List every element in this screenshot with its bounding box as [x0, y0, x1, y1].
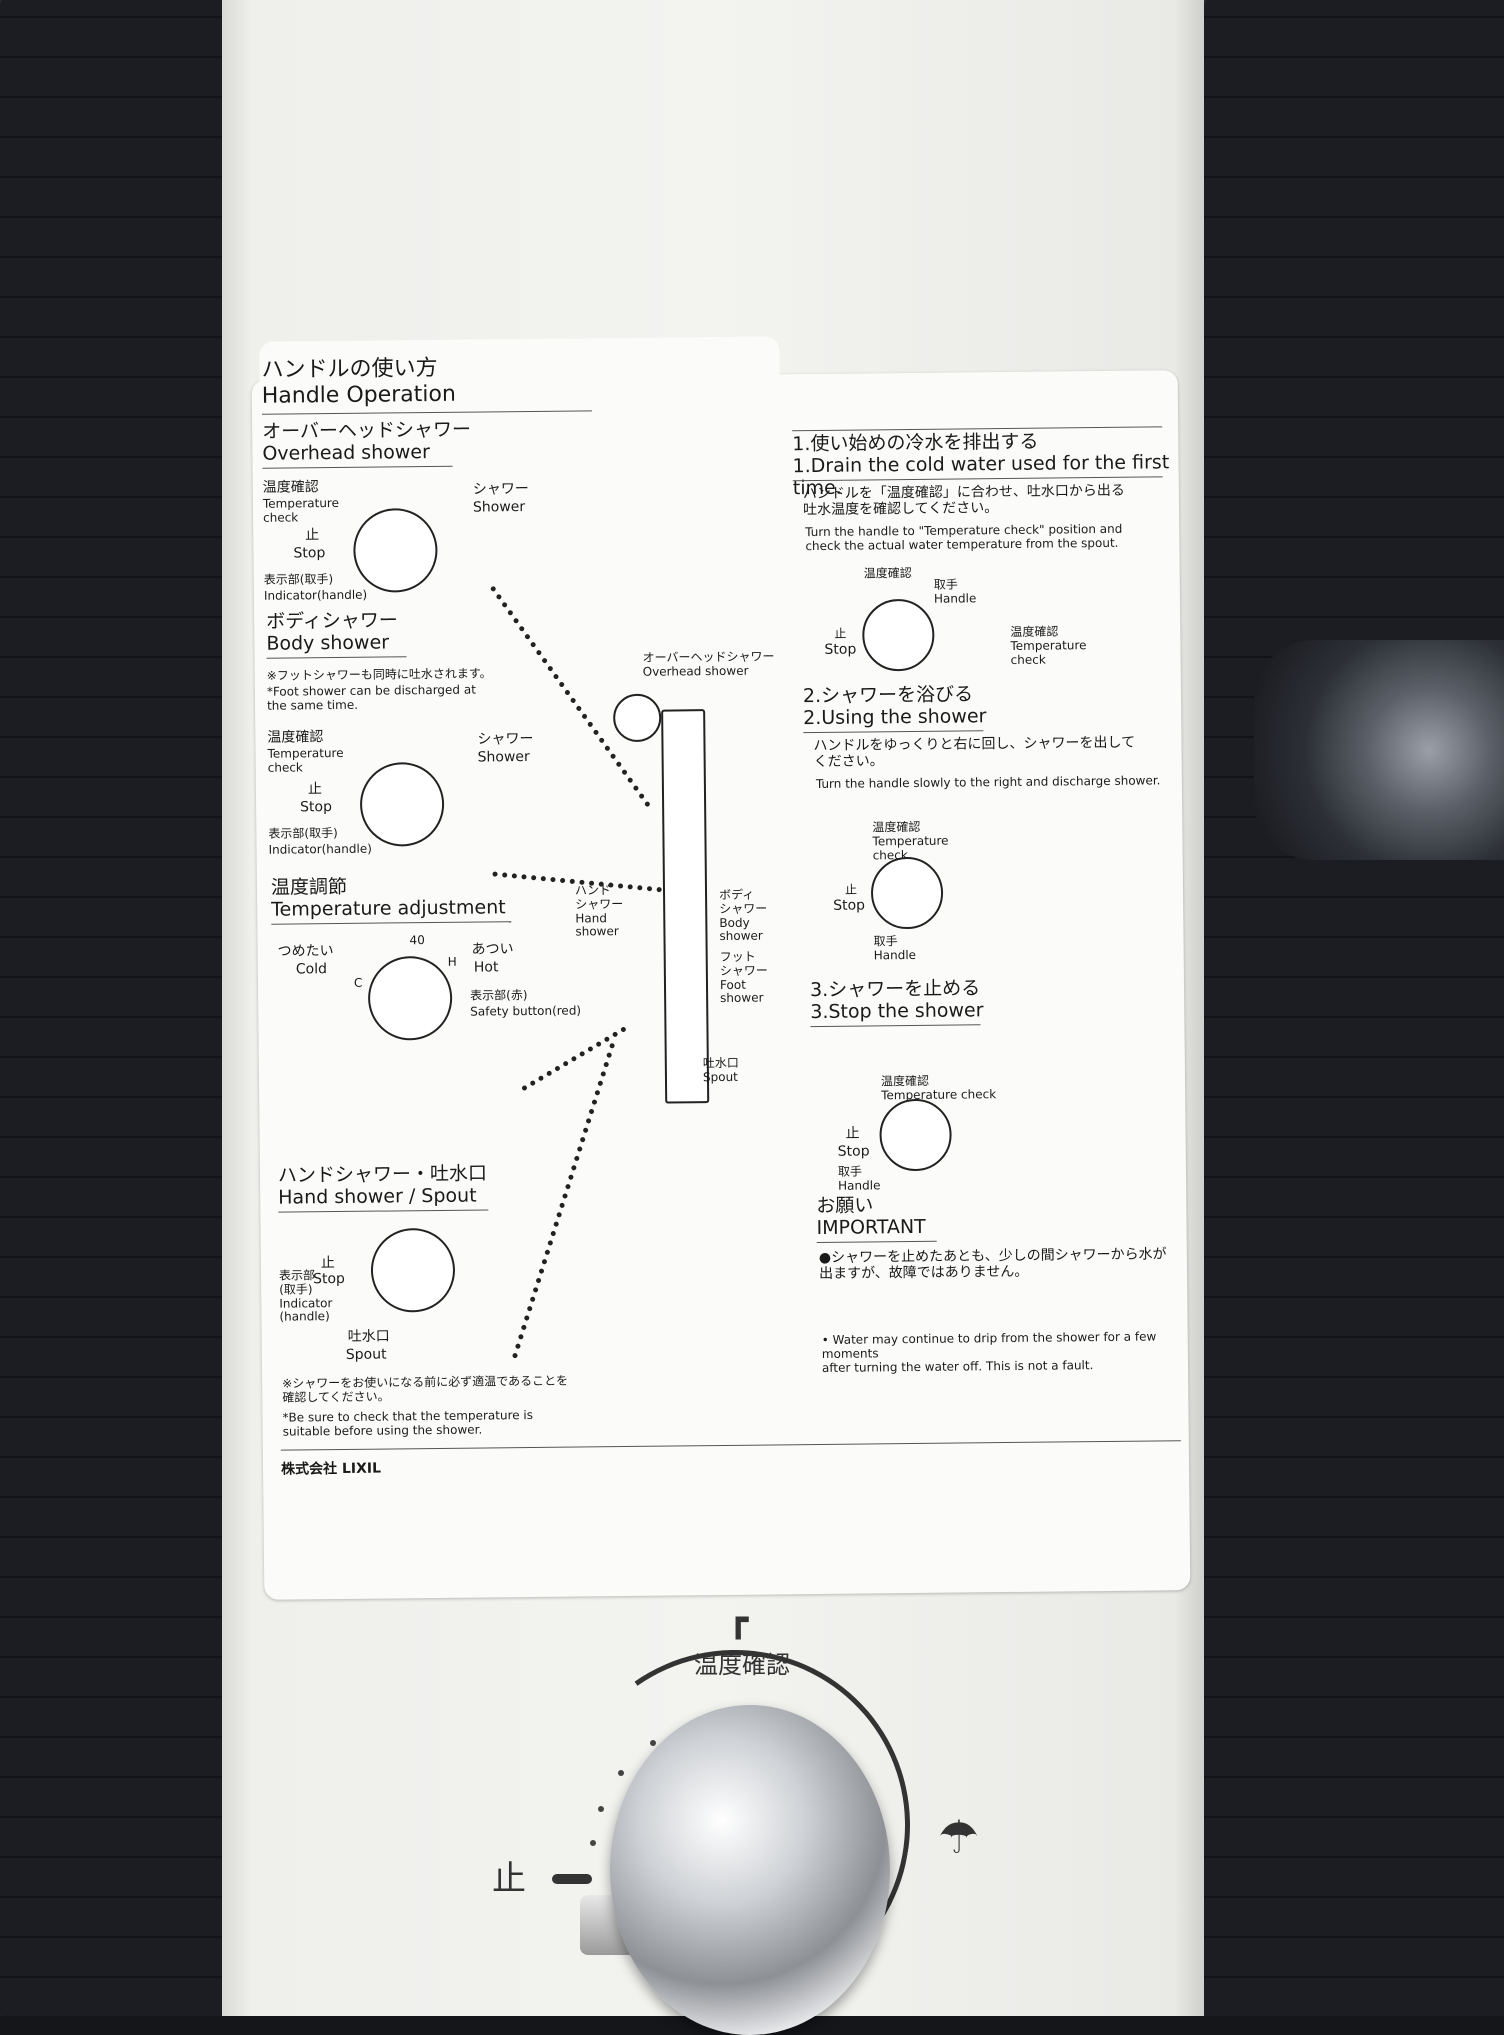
tempadj-h: H — [447, 954, 457, 969]
step1-temp-jp: 温度確認 — [863, 565, 912, 581]
overhead-stop-jp: 止 — [305, 527, 320, 544]
faucet-icon: ┏ — [728, 1600, 749, 1640]
step3-temp: 温度確認 Temperature check — [880, 1073, 997, 1103]
hardware-temp-label: 温度確認 — [694, 1651, 790, 1679]
title-en: Handle Operation — [261, 381, 456, 409]
important-text-jp: ●シャワーを止めたあとも、少しの間シャワーから水が 出ますが、故障ではありません… — [818, 1246, 1167, 1283]
diagram-spout: 吐水口 Spout — [702, 1055, 739, 1084]
tempadj-hot-jp: あつい — [471, 941, 514, 958]
diagram-overhead: オーバーヘッドシャワー Overhead shower — [642, 649, 775, 679]
overhead-indicator-en: Indicator(handle) — [263, 587, 368, 603]
tempadj-c: C — [353, 975, 363, 990]
instruction-label: ハンドルの使い方 Handle Operation オーバーヘッドシャワー Ov… — [251, 336, 1191, 1600]
hand-indicator: 表示部 (取手) Indicator (handle) — [278, 1268, 333, 1325]
overhead-stop-en: Stop — [293, 545, 326, 562]
tempadj-dial-illustration — [367, 955, 453, 1041]
shower-icon: ☂ — [938, 1810, 980, 1864]
step1-stop-jp: 止 — [834, 626, 847, 641]
step3-title-jp: 3.シャワーを止める — [809, 977, 981, 1002]
tempadj-title-jp: 温度調節 — [270, 875, 348, 899]
step2-title-jp: 2.シャワーを浴びる — [802, 683, 974, 708]
marble-wall-right — [1204, 0, 1504, 2016]
step3-dial-illustration — [879, 1098, 952, 1172]
overhead-title-jp: オーバーヘッドシャワー — [262, 418, 472, 443]
body-indicator-jp: 表示部(取手) — [268, 826, 338, 841]
body-indicator-en: Indicator(handle) — [268, 841, 372, 857]
maker-label: 株式会社 LIXIL — [280, 1460, 382, 1478]
step2-desc-jp: ハンドルをゆっくりと右に回し、シャワーを出して ください。 — [813, 734, 1136, 771]
step2-title-en: 2.Using the shower — [803, 705, 987, 730]
tempadj-mark-40: 40 — [409, 933, 425, 948]
body-shower-jp: シャワー — [477, 730, 534, 748]
body-dial-illustration — [359, 761, 445, 847]
step1-dial-illustration — [861, 598, 935, 672]
step1-handle-jp: 取手 — [933, 577, 958, 592]
overhead-head-illustration — [612, 693, 662, 743]
step2-handle: 取手 Handle — [873, 934, 917, 963]
diagram-foot: フット シャワー Foot shower — [719, 949, 768, 1006]
step1-desc-en: Turn the handle to "Temperature check" p… — [805, 521, 1123, 553]
tempadj-hot-en: Hot — [473, 959, 499, 976]
overhead-dial-illustration — [352, 507, 438, 593]
overhead-shower-en: Shower — [472, 499, 526, 516]
tempadj-title-en: Temperature adjustment — [271, 896, 506, 921]
body-shower-en: Shower — [477, 748, 530, 766]
hand-spout-en: Spout — [345, 1346, 387, 1363]
hand-title-en: Hand shower / Spout — [278, 1184, 477, 1209]
temperature-handle-knob[interactable] — [610, 1705, 890, 2035]
overhead-shower-jp: シャワー — [472, 480, 529, 498]
step2-stop-jp: 止 — [844, 882, 858, 897]
hand-note-en: *Be sure to check that the temperature i… — [282, 1407, 534, 1439]
hardware-stop-label: 止 — [492, 1859, 526, 1899]
tempadj-cold-en: Cold — [295, 961, 328, 978]
step2-stop-en: Stop — [833, 897, 866, 914]
body-note-jp: ※フットシャワーも同時に吐水されます。 — [266, 666, 492, 683]
tempadj-safety-jp: 表示部(赤) — [470, 988, 528, 1003]
stop-mark — [552, 1874, 592, 1884]
overhead-title-en: Overhead shower — [262, 441, 430, 465]
step3-handle: 取手 Handle — [837, 1164, 881, 1193]
title-jp: ハンドルの使い方 — [261, 355, 438, 383]
step2-dial-illustration — [870, 856, 944, 930]
hand-dial-illustration — [370, 1227, 456, 1313]
step1-handle-en: Handle — [933, 591, 977, 606]
body-title-en: Body shower — [266, 631, 390, 655]
tempadj-safety-en: Safety button(red) — [470, 1003, 582, 1019]
important-title-jp: お願い — [816, 1194, 874, 1218]
diagram-hand: ハンド シャワー Hand shower — [574, 883, 624, 939]
step1-stop-en: Stop — [824, 641, 857, 658]
marble-wall-left — [0, 0, 222, 2016]
body-temp-en: Temperature check — [267, 745, 344, 775]
important-title-en: IMPORTANT — [816, 1215, 926, 1240]
step1-desc-jp: ハンドルを「温度確認」に合わせ、吐水口から出る 吐水温度を確認してください。 — [802, 482, 1125, 519]
hand-note-jp: ※シャワーをお使いになる前に必ず適温であることを 確認してください。 — [282, 1373, 569, 1405]
side-fixture — [1254, 640, 1504, 860]
overhead-temp-jp: 温度確認 — [262, 479, 319, 496]
important-text-en: • Water may continue to drip from the sh… — [821, 1329, 1157, 1375]
body-title-jp: ボディシャワー — [266, 609, 398, 633]
diagram-body: ボディ シャワー Body shower — [718, 887, 768, 944]
step2-desc-en: Turn the handle slowly to the right and … — [815, 773, 1161, 791]
shower-column-illustration — [661, 709, 710, 1104]
overhead-indicator-jp: 表示部(取手) — [263, 572, 334, 587]
body-note-en: *Foot shower can be discharged at the sa… — [266, 682, 476, 713]
body-stop-en: Stop — [300, 799, 333, 816]
step3-stop-jp: 止 — [845, 1125, 860, 1142]
step3-stop-en: Stop — [837, 1143, 870, 1160]
body-stop-jp: 止 — [307, 781, 323, 798]
body-temp-jp: 温度確認 — [267, 729, 324, 746]
tempadj-cold-jp: つめたい — [277, 943, 334, 960]
overhead-temp-en: Temperature check — [262, 495, 340, 525]
hand-spout-jp: 吐水口 — [347, 1328, 390, 1345]
step3-title-en: 3.Stop the shower — [810, 999, 984, 1024]
step1-check: 温度確認 Temperature check — [1010, 624, 1087, 667]
